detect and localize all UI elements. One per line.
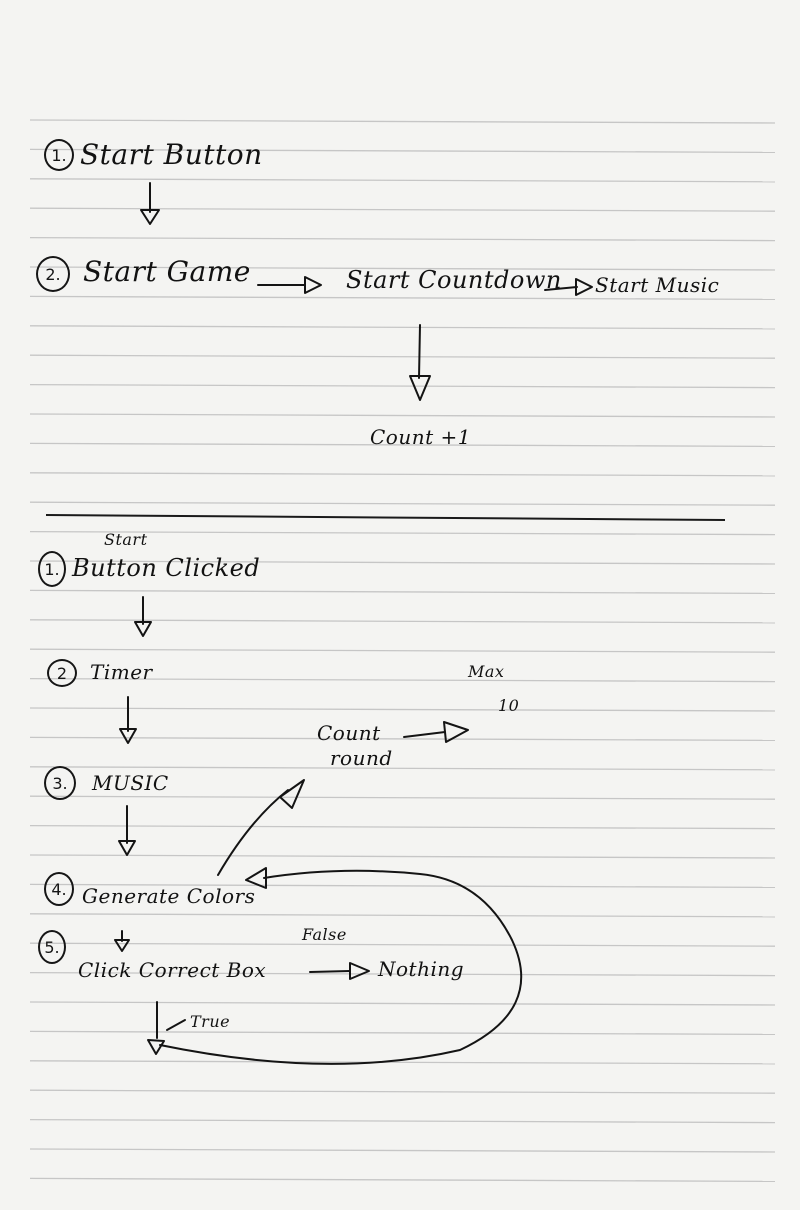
section-divider: [45, 514, 726, 521]
ruled-line: [29, 648, 776, 653]
ruled-line: [29, 795, 776, 800]
music-label: MUSIC: [92, 771, 169, 795]
count-label: Count: [317, 721, 381, 745]
start-note: Start: [104, 530, 148, 549]
loop-true-to-generate-colors: [147, 867, 523, 1065]
ruled-line: [29, 1177, 776, 1183]
start-button-label: Start Button: [80, 138, 263, 171]
ruled-line: [29, 619, 776, 624]
generate-colors-label: Generate Colors: [82, 884, 256, 908]
ruled-line: [29, 472, 776, 477]
ruled-line: [29, 1030, 776, 1036]
ruled-line: [29, 1089, 776, 1094]
ruled-line: [29, 295, 776, 301]
ruled-line: [29, 736, 776, 742]
arrow-generate-colors-to-click-box: [114, 930, 130, 952]
ruled-line: [29, 883, 776, 889]
ruled-line: [29, 383, 776, 389]
ruled-lines: [29, 119, 776, 1183]
step-number-1: 1.: [44, 139, 74, 171]
click-correct-box-label: Click Correct Box: [78, 958, 267, 982]
arrow-generate-colors-to-count-round: [217, 779, 305, 876]
ruled-line: [29, 824, 776, 830]
timer-label: Timer: [90, 660, 153, 684]
ruled-line: [29, 560, 776, 565]
ruled-line: [29, 854, 776, 859]
arrow-countdown-to-music: [544, 278, 593, 296]
ruled-line: [29, 501, 776, 506]
step-number-2b: 2: [47, 659, 77, 687]
ruled-line: [29, 1148, 776, 1153]
true-tick: [166, 1019, 186, 1031]
ruled-line: [29, 913, 776, 918]
arrow-timer-to-music: [119, 696, 137, 744]
start-countdown-label: Start Countdown: [346, 266, 562, 294]
arrow-button-clicked-to-timer: [134, 596, 152, 637]
ruled-line: [29, 178, 776, 183]
max-label: Max: [468, 662, 505, 681]
count-plus-one-label: Count +1: [370, 425, 471, 449]
ruled-line: [29, 325, 776, 330]
ruled-line: [29, 266, 776, 271]
arrow-music-to-generate-colors: [118, 805, 136, 856]
arrow-countdown-to-count: [409, 324, 431, 401]
step-number-1b: 1.: [38, 551, 66, 587]
false-label: False: [302, 925, 347, 944]
ruled-line: [29, 677, 776, 683]
ruled-line: [29, 589, 776, 595]
ruled-line: [29, 1118, 776, 1124]
ruled-line: [29, 530, 776, 536]
ruled-line: [29, 442, 776, 448]
nothing-label: Nothing: [378, 957, 465, 981]
ruled-line: [29, 354, 776, 359]
ruled-line: [29, 413, 776, 418]
arrow-start-button-to-start-game: [140, 182, 160, 225]
step-number-4: 4.: [44, 872, 74, 906]
ruled-line: [29, 1060, 776, 1065]
round-label: round: [330, 746, 393, 770]
ruled-line: [29, 707, 776, 712]
start-game-label: Start Game: [83, 255, 251, 288]
true-label: True: [190, 1012, 231, 1031]
ruled-line: [29, 119, 776, 124]
start-music-label: Start Music: [595, 273, 720, 297]
arrow-start-game-to-countdown: [257, 276, 322, 294]
ruled-line: [29, 942, 776, 947]
ruled-line: [29, 971, 776, 977]
arrow-click-box-to-nothing: [309, 962, 370, 980]
ruled-line: [29, 236, 776, 242]
ruled-line: [29, 207, 776, 212]
arrow-count-round-to-max: [403, 721, 469, 743]
ruled-line: [29, 148, 776, 154]
ruled-line: [29, 766, 776, 771]
max-value: 10: [498, 696, 520, 715]
ruled-line: [29, 1001, 776, 1006]
arrows: [114, 182, 593, 1065]
step-number-5: 5.: [38, 930, 66, 964]
step-number-2: 2.: [36, 256, 70, 292]
button-clicked-label: Button Clicked: [72, 554, 261, 582]
step-number-3: 3.: [44, 766, 76, 800]
